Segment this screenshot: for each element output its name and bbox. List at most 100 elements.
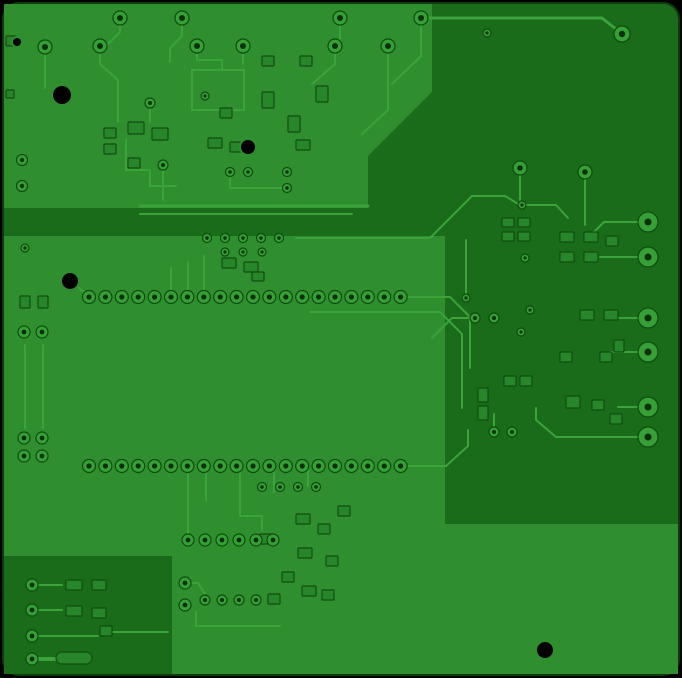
pad-bottom-via-row-1-hole: [278, 485, 282, 489]
smd-pad-6: [315, 85, 329, 103]
pad-15-hole: [148, 101, 152, 105]
pad-4-hole: [42, 44, 48, 50]
pad-24-hole: [260, 250, 264, 254]
ic-courtyard: [191, 69, 245, 111]
pad-mid-via-row-1-hole: [223, 236, 227, 240]
pad-57-hole: [254, 598, 258, 602]
smd-pad-41: [477, 405, 489, 421]
pad-header-bottom-5-hole: [168, 463, 174, 469]
pad-header-bottom-4-hole: [152, 463, 158, 469]
smd-pad-18: [251, 271, 265, 282]
smd-pad-16: [221, 257, 237, 269]
copper-trace-50: [521, 204, 569, 219]
pad-30-hole: [39, 453, 45, 459]
smd-pad-0: [127, 121, 145, 135]
smd-pad-15: [5, 89, 15, 99]
pad-header-top-13-hole: [299, 294, 305, 300]
smd-pad-49: [301, 585, 317, 597]
pad-13-hole: [19, 183, 25, 189]
pad-header-bottom-17-hole: [365, 463, 371, 469]
pad-9-hole: [385, 43, 391, 49]
smd-pad-8: [103, 127, 117, 139]
pad-header-bottom-11-hole: [266, 463, 272, 469]
pad-3-hole: [418, 15, 424, 21]
smd-pad-23: [605, 235, 619, 247]
smd-pad-48: [281, 571, 295, 583]
pad-26-hole: [39, 329, 45, 335]
copper-trace-13: [229, 171, 288, 189]
smd-pad-4: [261, 91, 275, 109]
pad-header-bottom-15-hole: [332, 463, 338, 469]
pad-21-hole: [203, 94, 207, 98]
copper-trace-48: [431, 317, 476, 339]
pad-29-hole: [21, 453, 27, 459]
pad-35-hole: [644, 403, 652, 411]
smd-pad-12: [299, 55, 313, 67]
pad-39-hole: [520, 203, 524, 207]
pad-header-bottom-18-hole: [381, 463, 387, 469]
smd-pad-28: [501, 231, 515, 242]
smd-pad-36: [591, 399, 605, 411]
smd-pad-55: [91, 607, 107, 619]
pad-header-bottom-0-hole: [86, 463, 92, 469]
smd-pad-39: [519, 375, 533, 387]
pad-mid-via-row-0-hole: [205, 236, 209, 240]
pad-25-hole: [21, 329, 27, 335]
pad-header-bottom-8-hole: [217, 463, 223, 469]
copper-trace-17: [295, 195, 521, 239]
pad-header-top-17-hole: [365, 294, 371, 300]
drill-hole-0: [53, 86, 71, 104]
pad-32-hole: [644, 253, 652, 261]
pad-56-hole: [237, 598, 241, 602]
copper-trace-6: [99, 45, 119, 123]
smd-pad-50: [321, 589, 335, 601]
smd-pad-27: [517, 217, 531, 228]
pad-header-top-2-hole: [119, 294, 125, 300]
pad-0-hole: [117, 15, 123, 21]
smd-pad-29: [517, 231, 531, 242]
pad-bottom-connector-2-hole: [219, 537, 225, 543]
pad-28-hole: [39, 435, 45, 441]
pad-6-hole: [194, 43, 200, 49]
pad-header-bottom-6-hole: [184, 463, 190, 469]
pad-mid-via-row-2-hole: [241, 236, 245, 240]
smd-pad-9: [103, 143, 117, 155]
smd-pad-52: [65, 579, 83, 591]
pad-header-top-14-hole: [316, 294, 322, 300]
pad-48-hole: [29, 582, 35, 588]
copper-trace-41: [591, 221, 639, 235]
pad-header-top-10-hole: [250, 294, 256, 300]
pad-mid-via-row-4-hole: [277, 236, 281, 240]
pad-header-top-0-hole: [86, 294, 92, 300]
pad-1-hole: [179, 15, 185, 21]
smd-pad-51: [267, 593, 281, 605]
copper-zone-top-left-pour: [4, 4, 432, 208]
pad-53-hole: [182, 602, 188, 608]
smd-pad-30: [579, 309, 595, 321]
pad-header-bottom-1-hole: [102, 463, 108, 469]
pad-49-hole: [29, 607, 35, 613]
pad-27-hole: [21, 435, 27, 441]
smd-pad-53: [91, 579, 107, 591]
smd-pad-56: [99, 625, 113, 637]
pad-16-hole: [161, 163, 165, 167]
copper-trace-1: [169, 17, 183, 63]
pad-5-hole: [97, 43, 103, 49]
smd-pad-40: [477, 387, 489, 403]
smd-pad-10: [127, 157, 141, 169]
copper-trace-46: [535, 407, 639, 438]
smd-pad-17: [243, 261, 259, 273]
pad-14-hole: [23, 246, 27, 250]
pad-52-hole: [182, 580, 188, 586]
smd-pad-37: [609, 413, 623, 425]
pad-bottom-connector-0-hole: [185, 537, 191, 543]
smd-pad-38: [503, 375, 517, 387]
pad-header-top-7-hole: [201, 294, 207, 300]
drill-hole-4: [13, 38, 21, 46]
pad-20-hole: [285, 186, 289, 190]
pad-17-hole: [228, 170, 232, 174]
pad-header-bottom-14-hole: [316, 463, 322, 469]
drill-hole-1: [62, 273, 78, 289]
pad-8-hole: [332, 43, 338, 49]
